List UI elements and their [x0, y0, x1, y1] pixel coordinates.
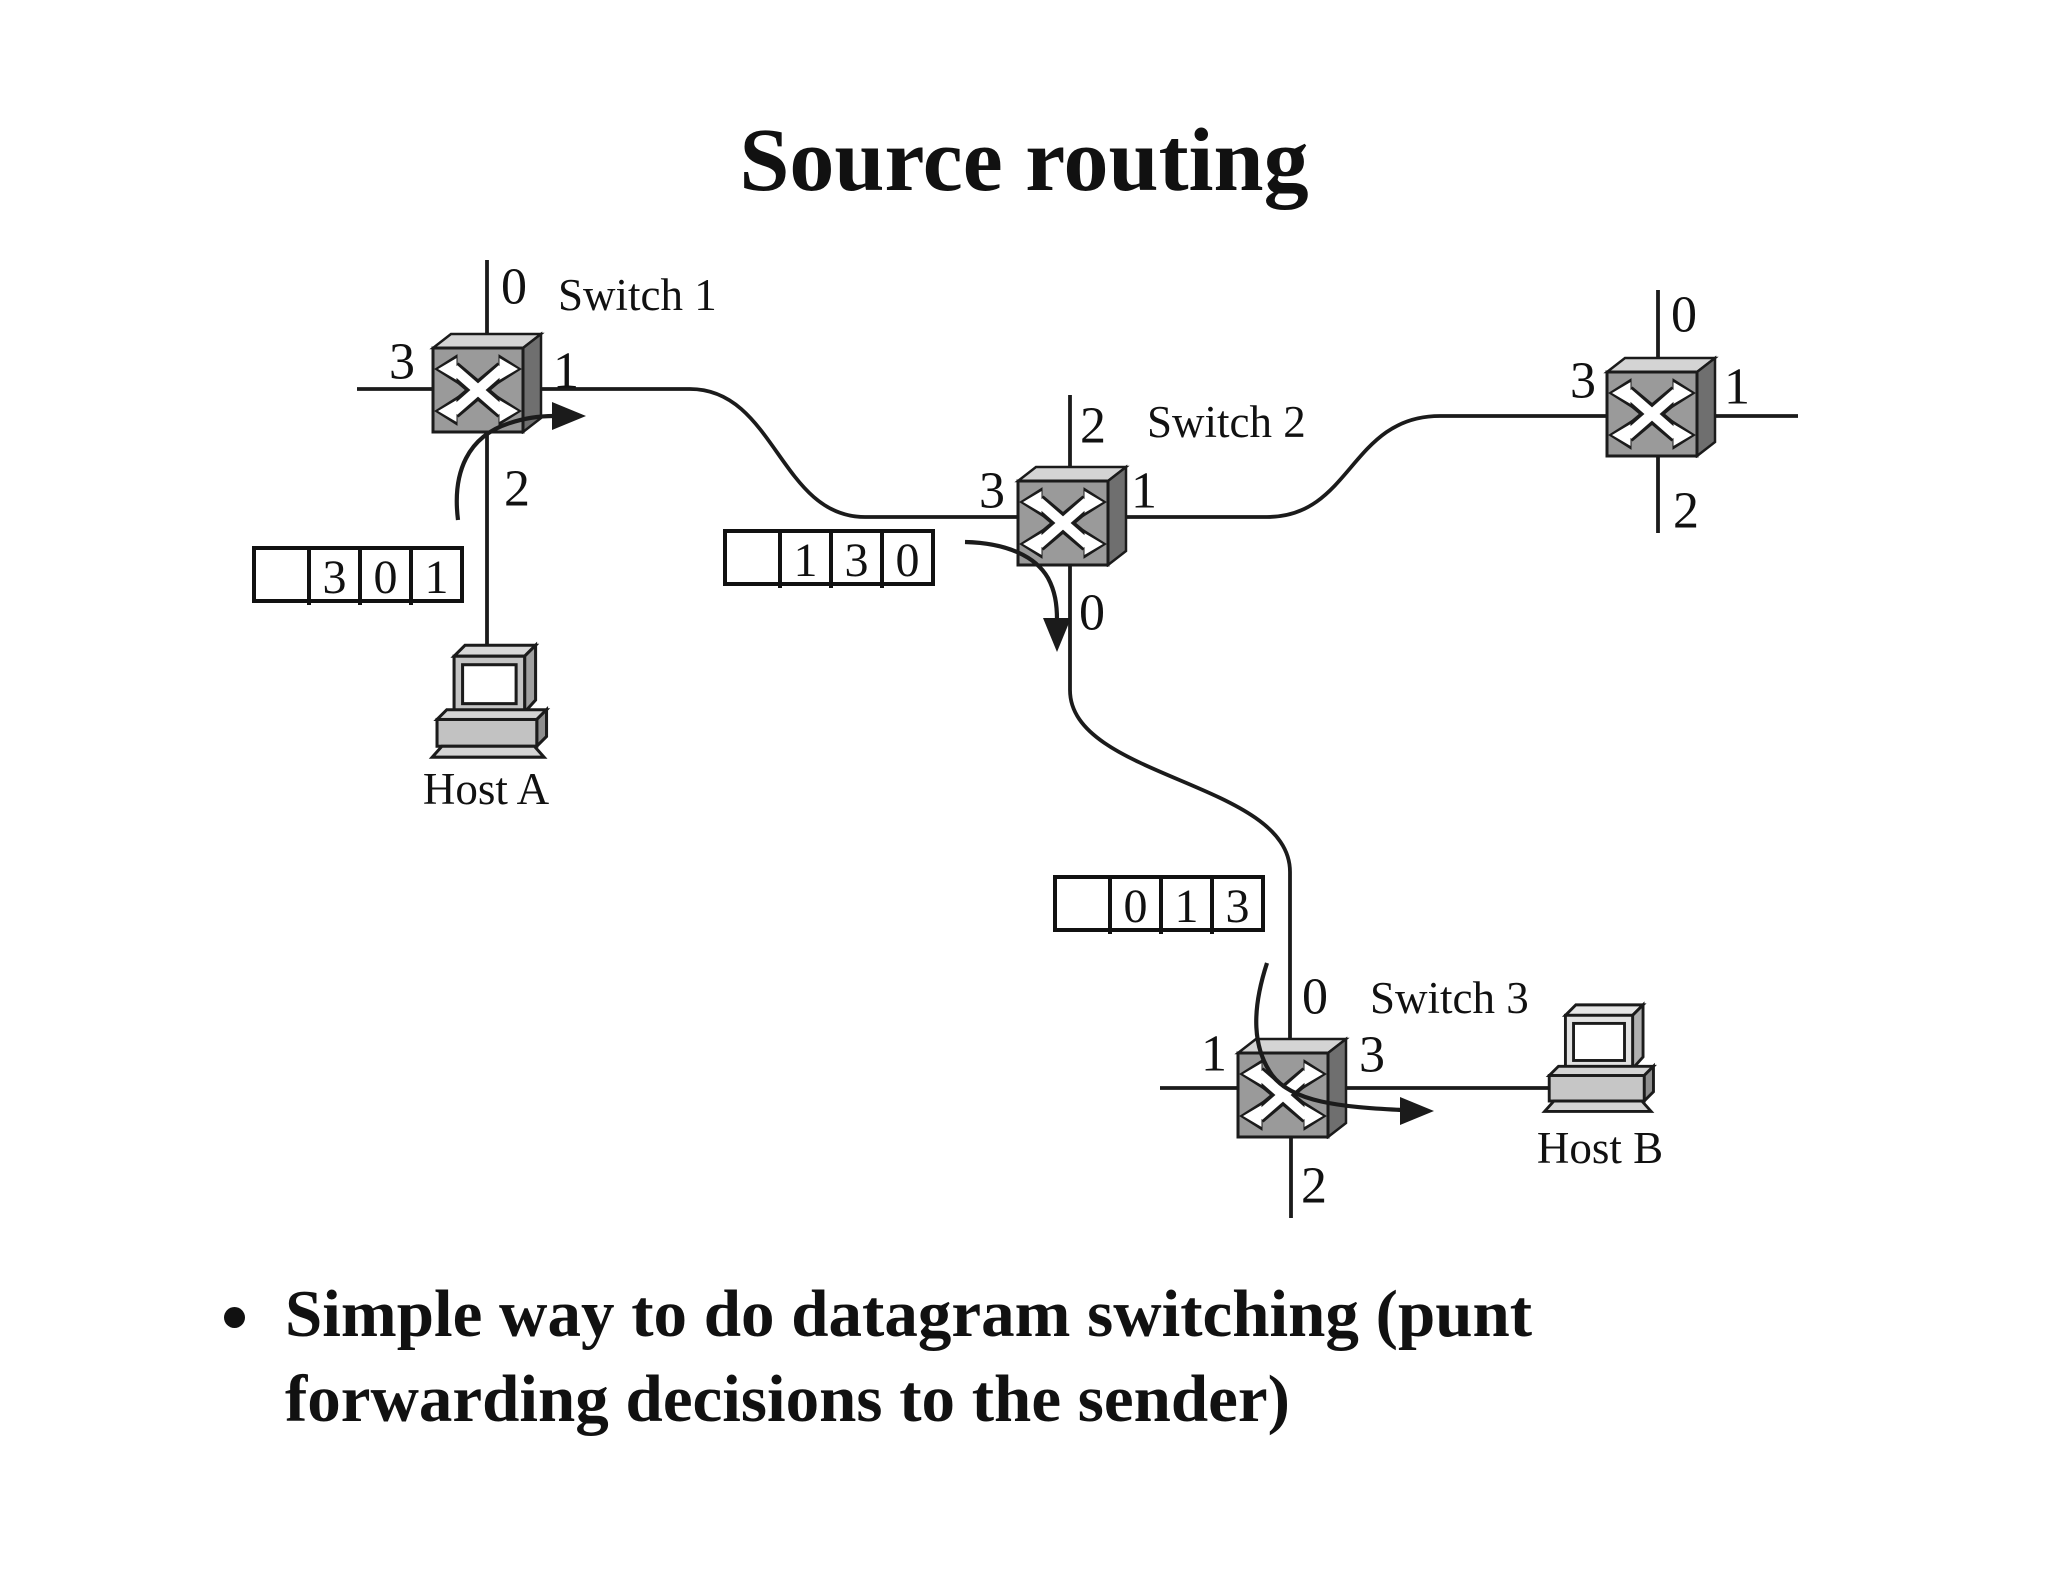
- packet-header-switch2: 1 3 0: [723, 529, 935, 588]
- link-switch1-switch2: [519, 387, 1022, 519]
- switch1-port2-label: 2: [504, 460, 530, 518]
- arrowhead-switch1-port1: [552, 402, 586, 430]
- arrowhead-switch3-port3: [1400, 1097, 1434, 1125]
- switch3-port3-label: 3: [1359, 1026, 1385, 1084]
- packet-cell: [1057, 879, 1108, 934]
- switch2-port3-label: 3: [979, 462, 1005, 520]
- host-b-computer-icon: [1541, 1001, 1657, 1113]
- slide-title: Source routing: [739, 111, 1309, 210]
- switch4-port3-label: 3: [1570, 352, 1596, 410]
- switch4-port0-label: 0: [1671, 286, 1697, 344]
- switch2-port2-label: 2: [1080, 397, 1106, 455]
- switch3-port0-label: 0: [1302, 968, 1328, 1026]
- host-b-label: Host B: [1536, 1123, 1664, 1173]
- switch2-icon: [1012, 463, 1132, 567]
- host-a-computer-icon: [428, 641, 551, 759]
- packet-cell: 3: [829, 533, 880, 588]
- switch3-name: Switch 3: [1370, 973, 1529, 1023]
- packet-cell: 1: [778, 533, 829, 588]
- switch3-port2-label: 2: [1301, 1157, 1327, 1215]
- switch3-port1-label: 1: [1201, 1025, 1227, 1083]
- bullet-marker: [224, 1307, 245, 1328]
- switch2-port1-label: 1: [1131, 462, 1157, 520]
- packet-cell: 0: [880, 533, 931, 588]
- switch1-name: Switch 1: [558, 270, 717, 320]
- arrowhead-switch2-port0: [1043, 618, 1071, 652]
- packet-header-host-a: 3 0 1: [252, 546, 464, 605]
- switch3-icon: [1232, 1035, 1352, 1139]
- packet-cell: 1: [409, 550, 460, 605]
- packet-header-switch3: 0 1 3: [1053, 875, 1265, 934]
- switch1-port3-label: 3: [389, 333, 415, 391]
- packet-cell: 3: [307, 550, 358, 605]
- bullet-line-1: Simple way to do datagram switching (pun…: [285, 1277, 1533, 1351]
- switch1-port1-label: 1: [553, 342, 579, 400]
- switch1-icon: [427, 330, 547, 434]
- switch1-port0-label: 0: [501, 258, 527, 316]
- packet-cell: 0: [1108, 879, 1159, 934]
- host-a-label: Host A: [422, 764, 550, 814]
- bullet-text: Simple way to do datagram switching (pun…: [285, 1272, 1685, 1442]
- switch4-port2-label: 2: [1673, 482, 1699, 540]
- switch4-icon: [1601, 354, 1721, 458]
- bullet-line-2: forwarding decisions to the sender): [285, 1362, 1290, 1436]
- packet-cell: [256, 550, 307, 605]
- packet-cell: 3: [1210, 879, 1261, 934]
- packet-cell: 0: [358, 550, 409, 605]
- switch4-port1-label: 1: [1724, 358, 1750, 416]
- switch2-name: Switch 2: [1147, 397, 1306, 447]
- switch2-port0-label: 0: [1079, 584, 1105, 642]
- packet-cell: [727, 533, 778, 588]
- packet-cell: 1: [1159, 879, 1210, 934]
